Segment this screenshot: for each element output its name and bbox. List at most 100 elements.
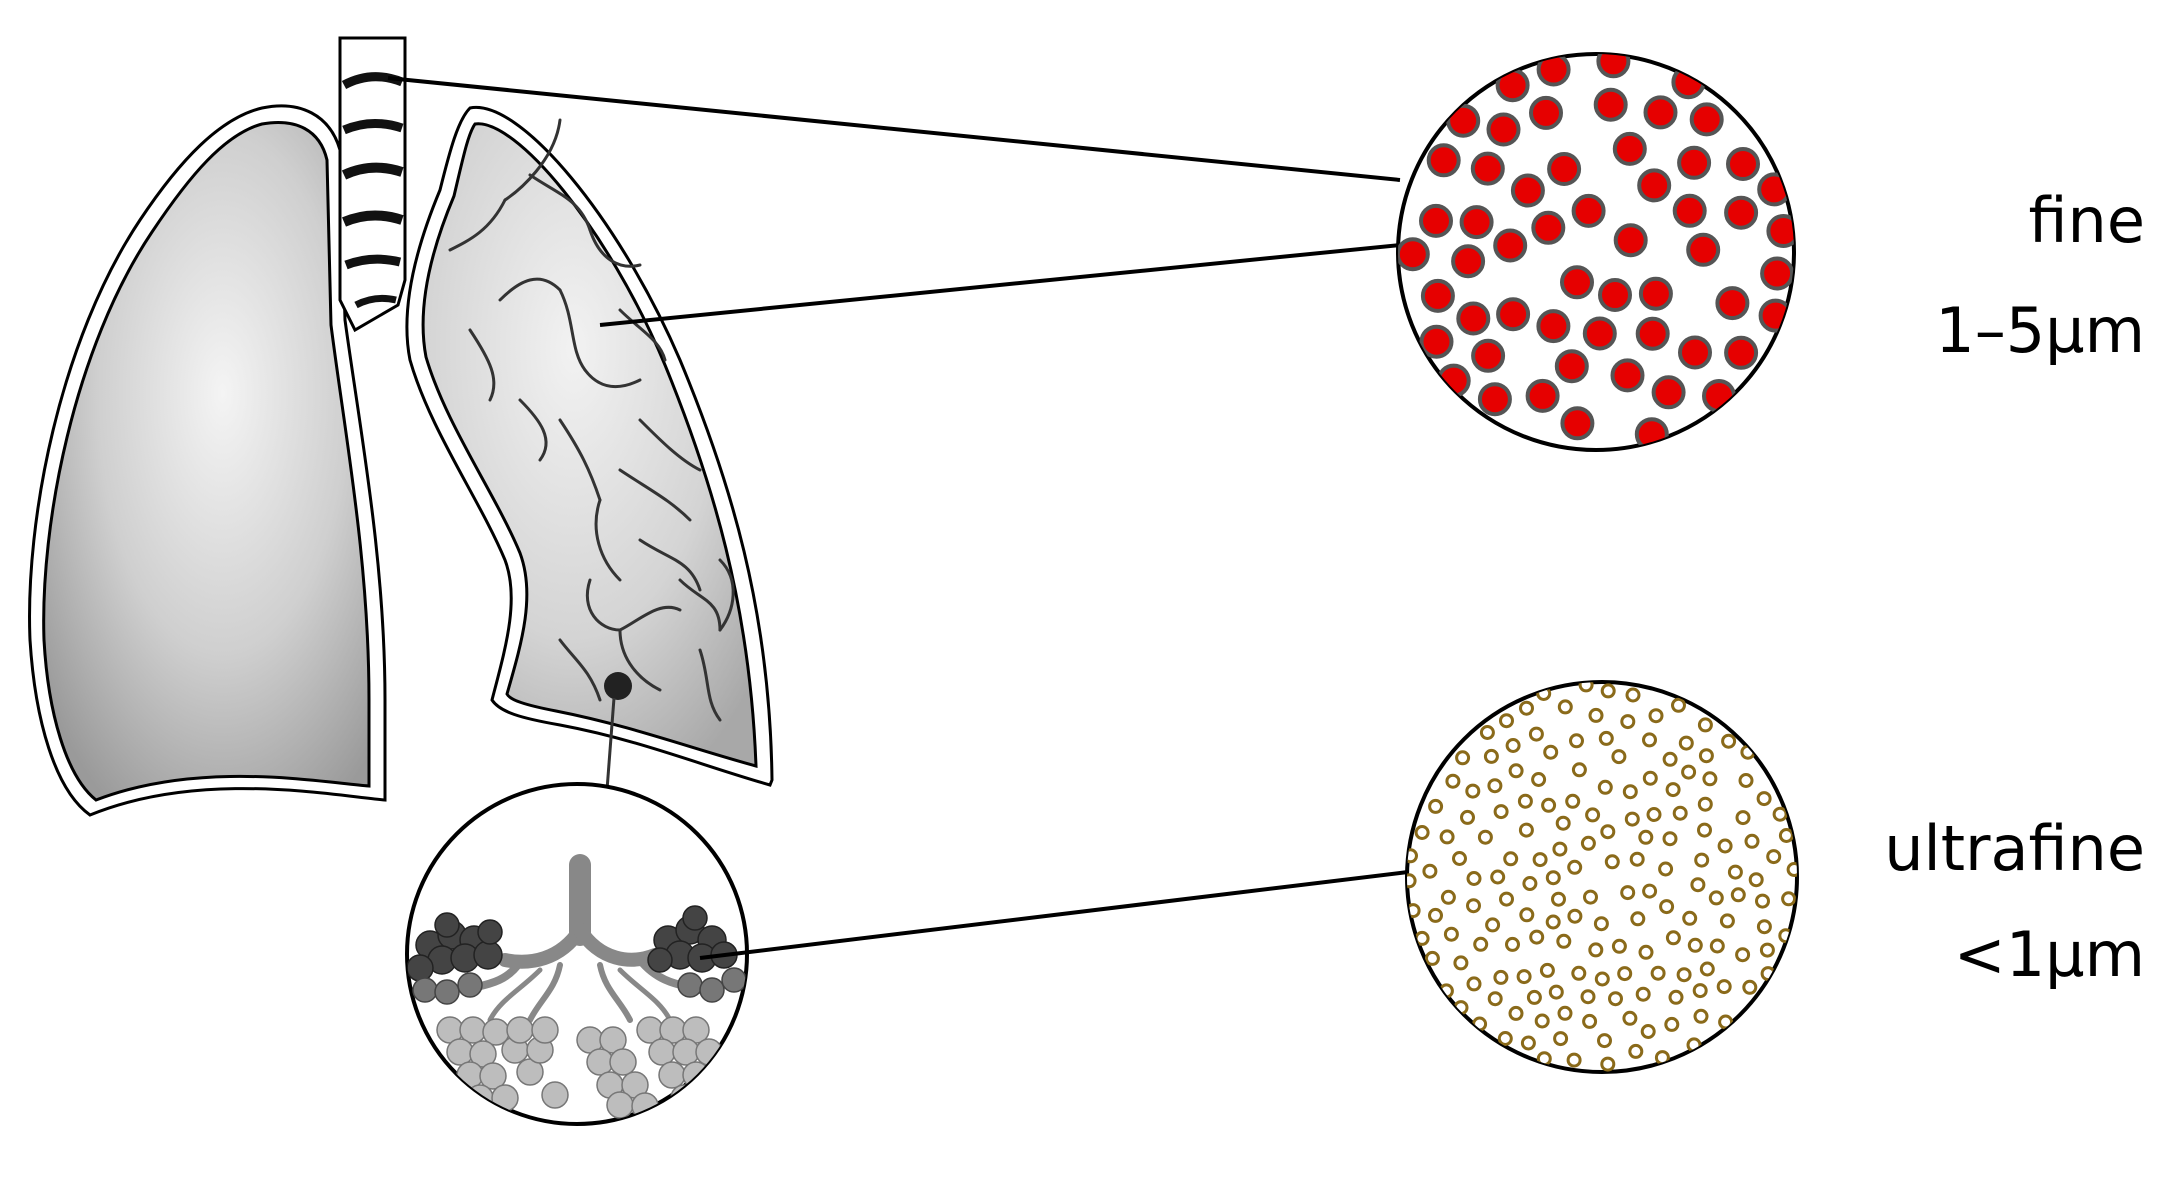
ultrafine-particle xyxy=(1600,683,1616,699)
ultrafine-particle xyxy=(1697,822,1712,838)
ultrafine-particle xyxy=(1520,1035,1536,1051)
ultrafine-particle xyxy=(1622,1010,1638,1026)
ultrafine-size-label: <1µm xyxy=(1953,918,2145,991)
ultrafine-particle xyxy=(1580,989,1596,1005)
ultrafine-particle xyxy=(1781,891,1797,907)
ultrafine-particle xyxy=(1735,810,1751,826)
ultrafine-particle xyxy=(1658,861,1674,877)
fine-particle xyxy=(1634,417,1669,450)
ultrafine-particle xyxy=(1452,851,1467,866)
ultrafine-particle xyxy=(1465,783,1481,799)
fine-particle xyxy=(1758,298,1793,333)
ultrafine-particle xyxy=(1529,929,1545,945)
ultrafine-particle xyxy=(1556,933,1572,949)
fine-particle xyxy=(1456,301,1491,336)
ultrafine-particle xyxy=(1539,962,1555,978)
ultrafine-particle xyxy=(1624,811,1640,827)
fine-particle xyxy=(1471,338,1506,373)
ultrafine-particle xyxy=(1588,707,1604,723)
ultrafine-particle xyxy=(1638,829,1654,845)
ultrafine-particle xyxy=(1727,864,1743,880)
fine-particle xyxy=(1493,228,1528,263)
fine-particle xyxy=(1525,378,1560,413)
ultrafine-particle xyxy=(1597,1033,1612,1049)
fine-particle xyxy=(1638,276,1673,311)
fine-particle xyxy=(1678,335,1712,370)
ultrafine-particle xyxy=(1687,937,1703,953)
ultrafine-particle xyxy=(1497,1031,1513,1046)
fine-particle xyxy=(1536,54,1571,87)
ultrafine-particle xyxy=(1693,1008,1709,1024)
fine-particle xyxy=(1643,95,1678,130)
right-lung xyxy=(405,105,774,787)
ultrafine-particle xyxy=(1485,917,1501,933)
ultrafine-particle xyxy=(1682,910,1698,926)
ultrafine-particle xyxy=(1665,930,1681,946)
ultrafine-particle xyxy=(1569,733,1584,749)
ultrafine-particle xyxy=(1582,1013,1598,1029)
ultrafine-particle xyxy=(1588,942,1604,958)
ultrafine-particle xyxy=(1659,899,1675,915)
fine-particle xyxy=(1529,95,1563,130)
ultrafine-particle xyxy=(1742,979,1758,995)
fine-particle xyxy=(1419,203,1453,238)
ultrafine-particle xyxy=(1681,764,1697,780)
ultrafine-particle xyxy=(1719,913,1735,929)
ultrafine-particle xyxy=(1466,976,1482,992)
ultrafine-particle xyxy=(1721,733,1737,749)
ultrafine-particle xyxy=(1424,950,1440,966)
ultrafine-particle xyxy=(1620,714,1636,730)
ultrafine-particle xyxy=(1756,791,1772,807)
ultrafine-particle xyxy=(1472,1016,1488,1032)
ultrafine-particle xyxy=(1630,911,1646,927)
fine-particle xyxy=(1760,256,1794,291)
fine-particle xyxy=(1571,193,1606,228)
ultrafine-particle xyxy=(1622,784,1638,800)
ultrafine-particle xyxy=(1490,869,1506,885)
ultrafine-particle xyxy=(1756,919,1772,935)
ultrafine-particle xyxy=(1578,682,1594,693)
fine-particle xyxy=(1702,379,1736,413)
ultrafine-particle xyxy=(1640,1024,1656,1039)
ultrafine-particle xyxy=(1548,984,1564,1000)
ultrafine-label: ultrafine xyxy=(1884,812,2145,885)
ultrafine-particle xyxy=(1702,771,1718,787)
ultrafine-particle xyxy=(1557,699,1573,715)
fine-label: fine xyxy=(2028,184,2146,257)
ultrafine-particle xyxy=(1551,891,1566,907)
fine-particle xyxy=(1610,358,1645,393)
fine-particle xyxy=(1547,152,1582,186)
ultrafine-particle xyxy=(1642,883,1658,899)
fine-particle xyxy=(1724,335,1759,370)
ultrafine-particle xyxy=(1453,955,1469,971)
trachea xyxy=(338,36,407,333)
ultrafine-particle xyxy=(1625,687,1641,703)
ultrafine-particle xyxy=(1508,1005,1524,1021)
ultrafine-particle xyxy=(1668,989,1684,1005)
ultrafine-particle xyxy=(1528,726,1544,742)
ultrafine-particle xyxy=(1662,831,1678,847)
ultrafine-particle xyxy=(1672,805,1688,821)
fine-particle xyxy=(1486,112,1521,147)
alveoli-marker xyxy=(604,672,632,700)
ultrafine-particle xyxy=(1646,807,1662,822)
ultrafine-particle xyxy=(1517,793,1533,809)
ultrafine-particle xyxy=(1585,807,1601,823)
fine-particle xyxy=(1689,102,1724,137)
ultrafine-particle xyxy=(1738,773,1754,788)
ultrafine-particle xyxy=(1522,876,1538,891)
ultrafine-particle xyxy=(1455,750,1471,766)
connector-alveoli xyxy=(605,697,616,791)
fine-particle xyxy=(1459,205,1494,240)
ultrafine-particle xyxy=(1697,717,1713,733)
ultrafine-particle xyxy=(1692,983,1708,999)
ultrafine-particle xyxy=(1541,797,1557,813)
ultrafine-particle xyxy=(1428,907,1443,923)
ultrafine-particle xyxy=(1443,926,1459,942)
ultrafine-particle xyxy=(1611,938,1627,954)
ultrafine-particle xyxy=(1597,779,1613,795)
ultrafine-particle xyxy=(1694,852,1710,868)
ultrafine-particle xyxy=(1600,824,1616,840)
fine-particle xyxy=(1596,54,1631,79)
